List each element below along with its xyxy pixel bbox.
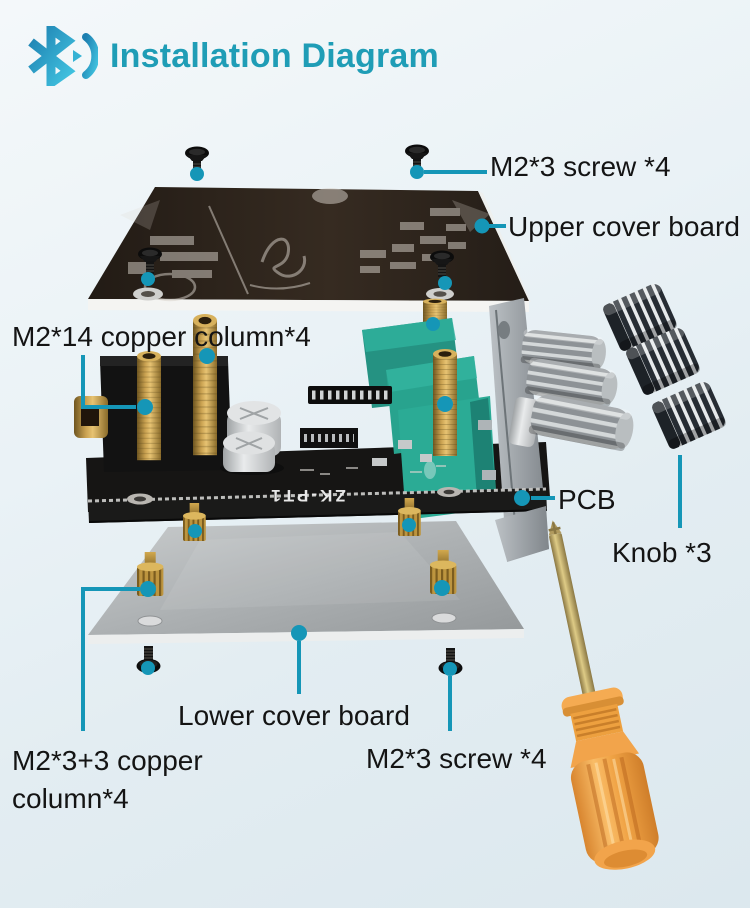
plate-hole — [137, 615, 163, 627]
leader-long-column — [81, 355, 136, 409]
label-knob: Knob *3 — [612, 537, 712, 568]
top-screws — [184, 143, 430, 181]
header: Installation Diagram — [16, 26, 439, 86]
page-title: Installation Diagram — [110, 36, 439, 75]
callout-dot — [434, 580, 450, 596]
sound-wave-arc — [82, 33, 98, 79]
callout-dot — [140, 581, 156, 597]
label-upper-cover: Upper cover board — [508, 211, 740, 242]
callout-dot — [190, 167, 204, 181]
bottom-screws — [135, 645, 464, 676]
leader-lines — [81, 170, 682, 731]
callout-dot — [443, 662, 457, 676]
callout-dot — [474, 218, 490, 234]
label-short-column: M2*3+3 copper column*4 — [12, 742, 203, 818]
label-bottom-screw: M2*3 screw *4 — [366, 743, 547, 774]
callout-dot — [141, 272, 155, 286]
callout-dot — [199, 348, 215, 364]
callout-dot — [410, 165, 424, 179]
callout-dot — [437, 396, 453, 412]
callout-dot — [426, 317, 440, 331]
pcb-assembly: ZK-PT1 — [74, 298, 637, 562]
callout-dot — [514, 490, 530, 506]
label-top-screw: M2*3 screw *4 — [490, 151, 671, 182]
capacitors — [220, 401, 284, 475]
callout-dot — [438, 276, 452, 290]
screwdriver — [548, 520, 659, 870]
silkscreen-marks — [120, 188, 490, 302]
callout-dot — [188, 524, 202, 538]
bluetooth-sound-icon — [28, 26, 98, 86]
callout-dot — [141, 661, 155, 675]
label-pcb: PCB — [558, 484, 616, 515]
plate-hole — [431, 612, 457, 624]
label-short-column-line2: column*4 — [12, 783, 129, 815]
lower-cover-board — [88, 498, 524, 644]
pcb-model-text: ZK-PT1 — [268, 486, 346, 505]
sound-triangle — [73, 50, 82, 62]
label-short-column-line1: M2*3+3 copper — [12, 745, 203, 776]
knurled-knob — [650, 379, 728, 451]
bluetooth-rune — [28, 26, 76, 86]
pot-shafts — [508, 328, 637, 453]
label-lower-cover: Lower cover board — [178, 700, 410, 731]
callout-dot — [402, 518, 416, 532]
callout-dot — [291, 625, 307, 641]
mounting-bracket-tail — [495, 506, 549, 561]
leader-short-column — [81, 587, 140, 731]
label-long-column: M2*14 copper column*4 — [12, 321, 311, 352]
upper-cover-board — [88, 187, 531, 312]
callout-dot — [137, 399, 153, 415]
